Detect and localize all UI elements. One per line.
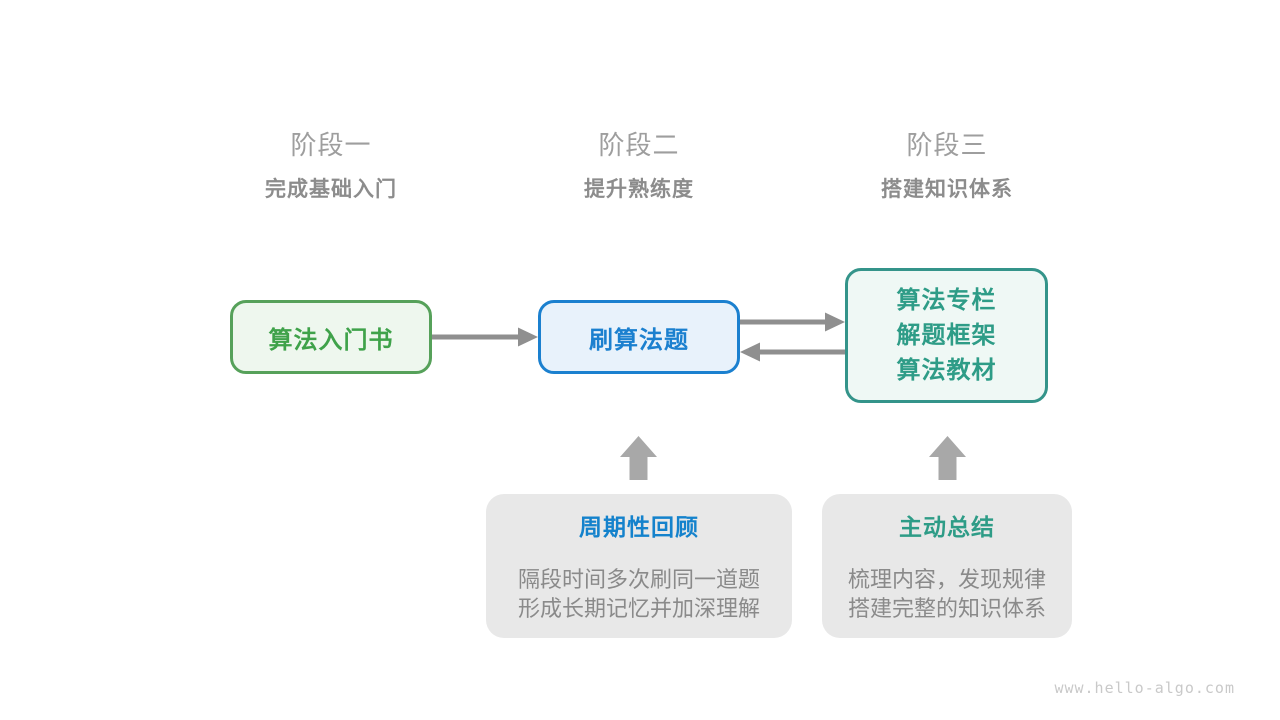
note-periodic-review: 周期性回顾 隔段时间多次刷同一道题 形成长期记忆并加深理解 (486, 494, 792, 638)
note-periodic-review-line-1: 隔段时间多次刷同一道题 (517, 567, 760, 592)
stage-3-header: 阶段三 搭建知识体系 (797, 131, 1097, 202)
note-active-summary: 主动总结 梳理内容，发现规律 搭建完整的知识体系 (822, 494, 1072, 638)
arrow-up-icon (929, 436, 966, 480)
arrow-right-icon (740, 312, 845, 332)
stage-1-subtitle: 完成基础入门 (265, 178, 397, 201)
node-intro-book-label: 算法入门书 (268, 326, 394, 354)
arrow-right-icon (432, 327, 538, 347)
double-arrow-icon (740, 312, 845, 362)
stage-2-label: 阶段二 (598, 130, 680, 160)
note-periodic-review-line-2: 形成长期记忆并加深理解 (517, 596, 760, 621)
stage-3-subtitle: 搭建知识体系 (881, 178, 1013, 201)
note-active-summary-line-2: 搭建完整的知识体系 (847, 596, 1046, 621)
node-intro-book: 算法入门书 (230, 300, 432, 374)
note-active-summary-body: 梳理内容，发现规律 搭建完整的知识体系 (822, 565, 1072, 623)
arrow-up-icon (620, 436, 657, 480)
note-active-summary-line-1: 梳理内容，发现规律 (847, 567, 1046, 592)
node-practice-problems-label: 刷算法题 (589, 326, 689, 354)
node-knowledge-sources: 算法专栏 解题框架 算法教材 (845, 268, 1048, 403)
node-practice-problems: 刷算法题 (538, 300, 740, 374)
note-periodic-review-body: 隔段时间多次刷同一道题 形成长期记忆并加深理解 (486, 565, 792, 623)
stage-1-label: 阶段一 (290, 130, 372, 160)
node-knowledge-sources-line-1: 算法专栏 (896, 287, 997, 314)
stage-2-header: 阶段二 提升熟练度 (489, 131, 789, 202)
note-periodic-review-title: 周期性回顾 (579, 514, 699, 540)
note-active-summary-title: 主动总结 (899, 514, 995, 540)
stage-1-header: 阶段一 完成基础入门 (181, 131, 481, 202)
watermark: www.hello-algo.com (1054, 679, 1235, 697)
node-knowledge-sources-line-3: 算法教材 (896, 357, 997, 384)
node-knowledge-sources-line-2: 解题框架 (896, 322, 997, 349)
arrow-left-icon (740, 342, 845, 362)
stage-3-label: 阶段三 (906, 130, 988, 160)
stage-2-subtitle: 提升熟练度 (584, 178, 694, 201)
